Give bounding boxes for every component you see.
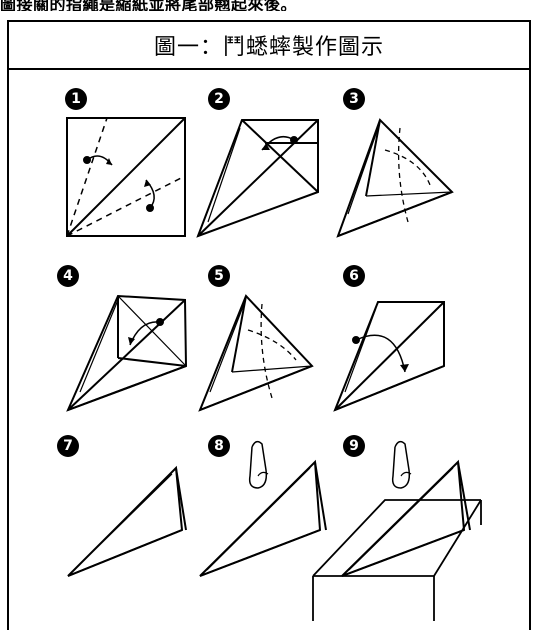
step-number-4: 4	[57, 265, 79, 287]
step-number-5: 5	[208, 265, 230, 287]
cropped-top-text: 圖接關的指繩是縮紙並將尾部翹起來後。	[0, 0, 298, 11]
step-number-3: 3	[343, 88, 365, 110]
step-1-diagram	[66, 117, 186, 237]
step-number-9: 9	[343, 435, 365, 457]
step-8-diagram	[199, 440, 327, 577]
step-number-1: 1	[65, 88, 87, 110]
step-number-6: 6	[343, 265, 365, 287]
step-2-diagram	[196, 119, 319, 238]
figure-title: 圖一：鬥蟋蟀製作圖示	[9, 22, 529, 70]
step-number-8: 8	[208, 435, 230, 457]
step-number-7: 7	[57, 435, 79, 457]
step-number-2: 2	[208, 88, 230, 110]
step-6-diagram	[333, 301, 445, 412]
step-9-diagram	[312, 440, 482, 621]
step-7-diagram	[67, 465, 187, 577]
step-4-diagram	[66, 294, 188, 412]
figure-frame: 圖一：鬥蟋蟀製作圖示	[7, 20, 531, 630]
step-3-diagram	[336, 118, 454, 238]
step-5-diagram	[198, 294, 314, 412]
